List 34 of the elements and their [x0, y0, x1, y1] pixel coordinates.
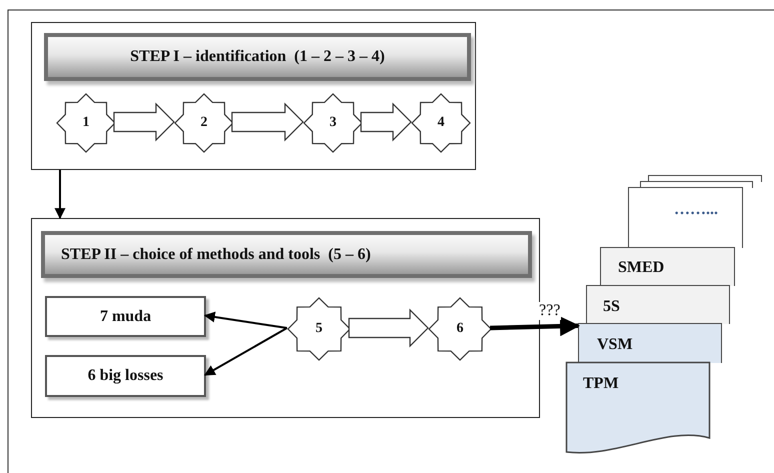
category-label: 6 big losses — [86, 368, 164, 384]
step-number: 5 — [314, 322, 324, 336]
category-box — [45, 355, 206, 397]
method-label: ……... — [674, 202, 718, 218]
arrow — [204, 312, 288, 329]
step-title: STEP I – identification (1 – 2 – 3 – 4) — [129, 49, 386, 65]
method-label: TPM — [583, 376, 619, 392]
block-arrow — [113, 102, 175, 142]
method-label: SMED — [618, 260, 664, 276]
block-arrow — [360, 102, 412, 142]
arrow — [490, 316, 580, 336]
category-label: 7 muda — [98, 308, 152, 324]
arrow — [54, 170, 66, 220]
document-page — [600, 247, 735, 286]
category-box — [45, 296, 206, 337]
step-header-bar — [44, 33, 471, 81]
step-header-bar — [41, 231, 532, 278]
block-arrow — [348, 308, 429, 348]
arrow — [204, 327, 288, 376]
method-label: VSM — [597, 337, 633, 353]
step-title: STEP II – choice of methods and tools (5 – 6) — [61, 246, 371, 262]
step-number: 2 — [200, 116, 208, 130]
document-page — [586, 285, 730, 324]
edge-label: ??? — [538, 302, 562, 320]
document-page — [578, 323, 722, 363]
document-page — [628, 187, 743, 248]
method-label: 5S — [603, 299, 620, 315]
step-number: 3 — [328, 116, 338, 130]
step-panel — [31, 218, 540, 418]
step-number: 1 — [82, 116, 90, 130]
block-arrow — [231, 102, 304, 142]
step-panel — [31, 22, 476, 170]
step-number: 4 — [436, 116, 446, 130]
step-number: 6 — [456, 322, 464, 336]
